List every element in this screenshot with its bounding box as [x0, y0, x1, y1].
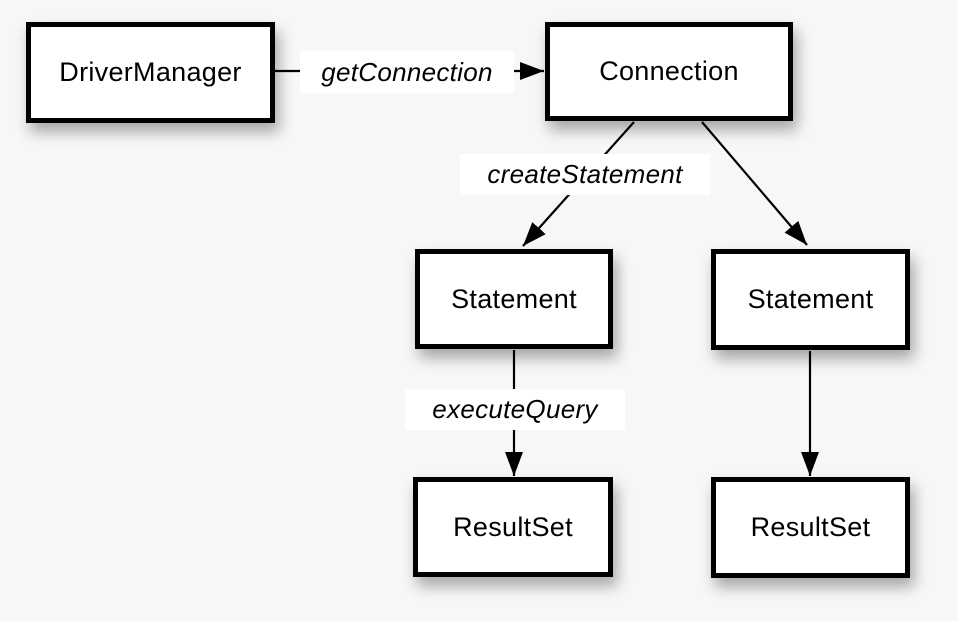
node-statement-right: Statement	[711, 249, 910, 350]
node-label: Statement	[747, 284, 874, 314]
node-label: DriverManager	[59, 57, 242, 87]
edge-label-text: createStatement	[487, 159, 683, 189]
node-label: ResultSet	[453, 511, 573, 542]
arrow-connection-to-statement-right	[701, 121, 808, 246]
node-resultset-right: ResultSet	[711, 477, 910, 578]
edge-label-getconnection: getConnection	[300, 51, 514, 93]
edge-label-text: executeQuery	[432, 394, 598, 424]
node-label: ResultSet	[750, 512, 871, 542]
edge-label-text: getConnection	[321, 56, 493, 87]
node-drivermanager: DriverManager	[26, 22, 275, 123]
node-label: Statement	[451, 283, 577, 314]
node-label: Connection	[599, 56, 739, 86]
node-connection: Connection	[545, 22, 793, 121]
node-resultset-left: ResultSet	[413, 477, 613, 577]
edge-label-executequery: executeQuery	[405, 389, 625, 430]
edge-label-createstatement: createStatement	[460, 154, 710, 195]
node-statement-left: Statement	[415, 249, 613, 349]
